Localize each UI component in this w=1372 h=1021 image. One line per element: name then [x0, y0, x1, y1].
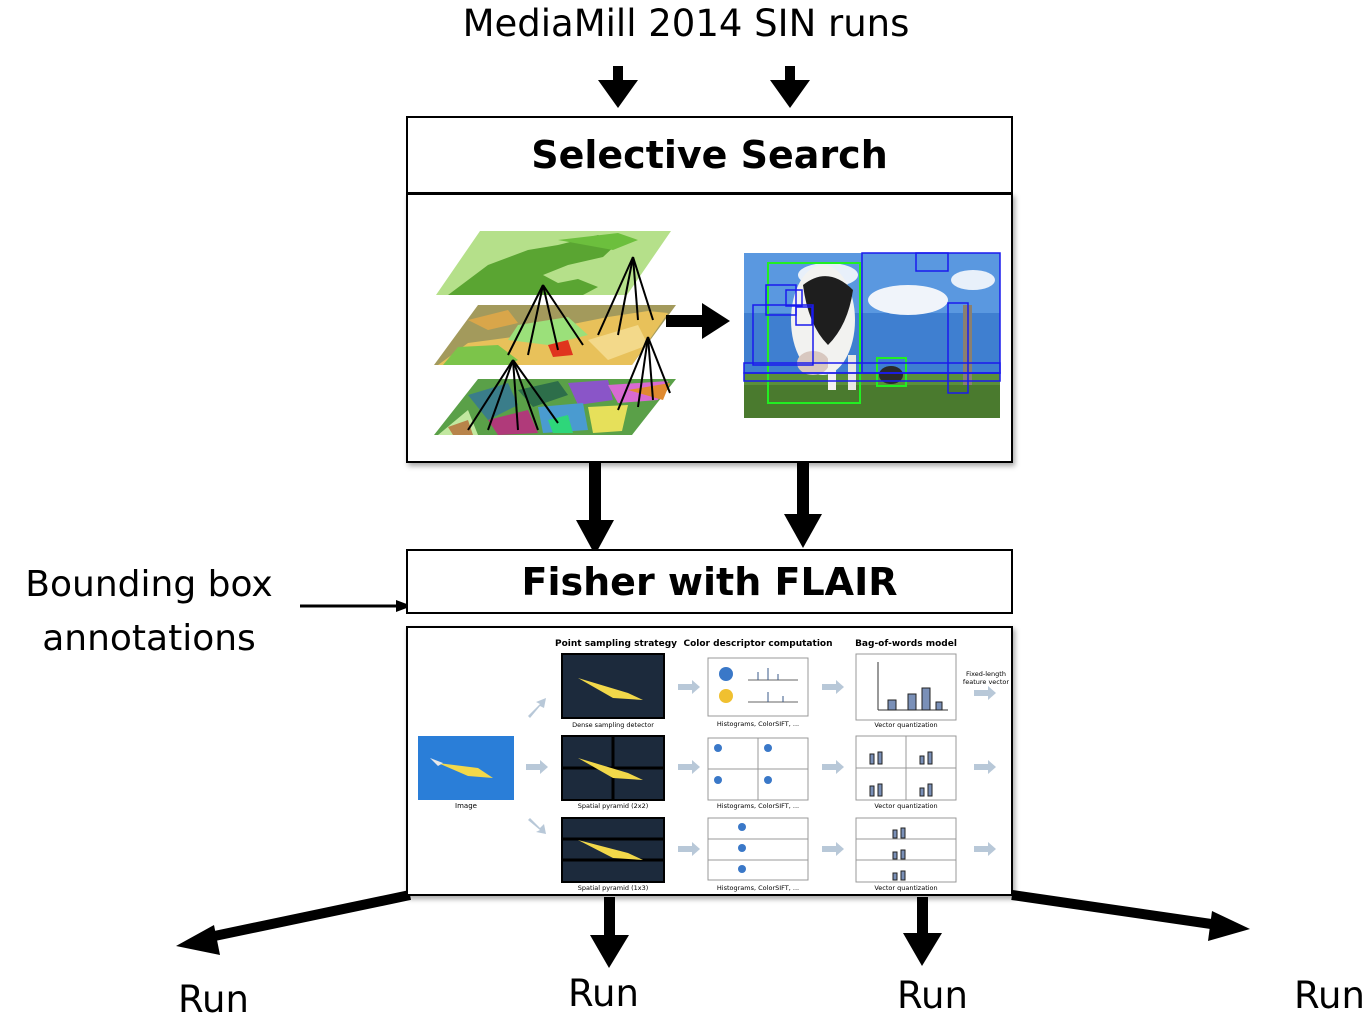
fixed-length-line-1: Fixed-length	[966, 670, 1006, 678]
sampling-row-3: Spatial pyramid (1x3)	[561, 817, 665, 892]
diagram-title: MediaMill 2014 SIN runs	[462, 2, 910, 45]
sampling-caption-3: Spatial pyramid (1x3)	[578, 884, 649, 892]
bow-pipeline-illustration: Point sampling strategy Color descriptor…	[418, 639, 1009, 892]
descriptor-caption-1: Histograms, ColorSIFT, ...	[717, 720, 799, 728]
descriptor-to-bow-arrows	[822, 680, 844, 856]
arrow-search-to-fisher-left	[576, 463, 614, 555]
sampling-row-2: Spatial pyramid (2x2)	[561, 735, 665, 810]
arrow-title-to-search-right	[770, 66, 810, 108]
bow-row-2: Vector quantization	[855, 735, 957, 810]
segmentation-layer-top	[436, 231, 671, 295]
hierarchy-lines	[467, 256, 671, 431]
cow-image	[743, 252, 1001, 418]
bow-caption-3: Vector quantization	[874, 884, 937, 892]
sampling-caption-1: Dense sampling detector	[572, 721, 654, 729]
selective-search-arrow	[666, 303, 730, 339]
descriptor-caption-2: Histograms, ColorSIFT, ...	[717, 802, 799, 810]
bow-row-3: Vector quantization	[855, 817, 957, 892]
selective-search-panel	[406, 193, 1013, 463]
run-label-1: Run	[178, 978, 249, 1021]
selective-search-header: Selective Search	[406, 116, 1013, 194]
run-label-4: Run	[1294, 974, 1365, 1017]
descriptor-row-2: Histograms, ColorSIFT, ...	[707, 737, 809, 810]
sampling-to-descriptor-arrows	[678, 680, 700, 856]
sampling-row-1: Dense sampling detector	[561, 653, 665, 729]
bow-caption-2: Vector quantization	[874, 802, 937, 810]
annotations-line-1: Bounding box	[25, 564, 273, 605]
arrow-to-run-1	[176, 890, 412, 955]
header-point-sampling: Point sampling strategy	[555, 639, 677, 649]
descriptor-row-3: Histograms, ColorSIFT, ...	[707, 817, 809, 892]
arrow-title-to-search-left	[598, 66, 638, 108]
image-caption: Image	[455, 802, 477, 810]
arrow-to-run-2	[590, 897, 629, 968]
run-label-3: Run	[897, 974, 968, 1017]
run-label-2: Run	[568, 972, 639, 1015]
bounding-box-annotations-label: Bounding box annotations	[4, 558, 294, 666]
arrow-annotations-to-fisher	[300, 600, 412, 612]
fisher-flair-header: Fisher with FLAIR	[406, 549, 1013, 614]
sampling-caption-2: Spatial pyramid (2x2)	[578, 802, 649, 810]
arrow-search-to-fisher-right	[784, 463, 822, 548]
segmentation-layer-bottom	[434, 379, 676, 435]
selective-search-illustration	[434, 231, 1001, 435]
header-bag-of-words: Bag-of-words model	[855, 639, 957, 649]
output-arrows	[974, 686, 996, 856]
image-arrows	[526, 698, 548, 834]
descriptor-row-1: Histograms, ColorSIFT, ...	[707, 657, 809, 728]
header-color-descriptor: Color descriptor computation	[684, 639, 833, 649]
annotations-line-2: annotations	[42, 618, 256, 659]
fisher-panel: Point sampling strategy Color descriptor…	[406, 626, 1013, 896]
source-image: Image	[418, 736, 514, 810]
arrow-to-run-3	[903, 897, 942, 966]
bow-caption-1: Vector quantization	[874, 721, 937, 729]
bow-row-1: Vector quantization	[855, 653, 957, 729]
fixed-length-line-2: feature vector	[963, 678, 1009, 686]
descriptor-caption-3: Histograms, ColorSIFT, ...	[717, 884, 799, 892]
arrow-to-run-4	[1011, 890, 1250, 941]
